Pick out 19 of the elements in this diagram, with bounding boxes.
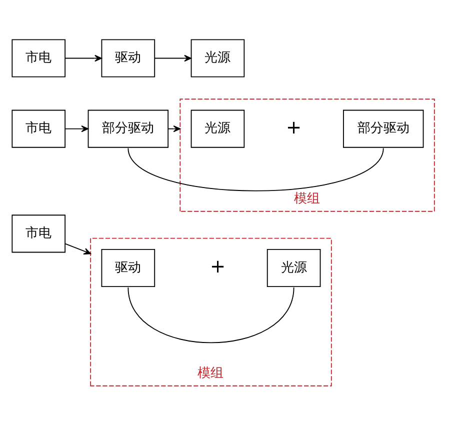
arrow: [64, 54, 102, 62]
arrow: [64, 125, 89, 132]
arrow: [64, 243, 92, 254]
node-box: 市电: [12, 214, 66, 253]
label: +: [210, 256, 226, 278]
node-box: 部分驱动: [88, 110, 169, 148]
node-box: 市电: [12, 110, 66, 148]
node-box: 驱动: [101, 248, 156, 288]
arrow: [154, 54, 192, 62]
node-box: 光源: [190, 110, 245, 148]
label: +: [286, 117, 302, 138]
arrow: [168, 125, 181, 132]
node-box: 部分驱动: [343, 110, 424, 148]
node-box: 市电: [12, 39, 66, 78]
connector: [128, 287, 294, 344]
node-box: 光源: [266, 248, 321, 288]
node-box: 驱动: [101, 39, 156, 78]
connector: [128, 148, 384, 192]
node-box: 光源: [190, 39, 245, 78]
